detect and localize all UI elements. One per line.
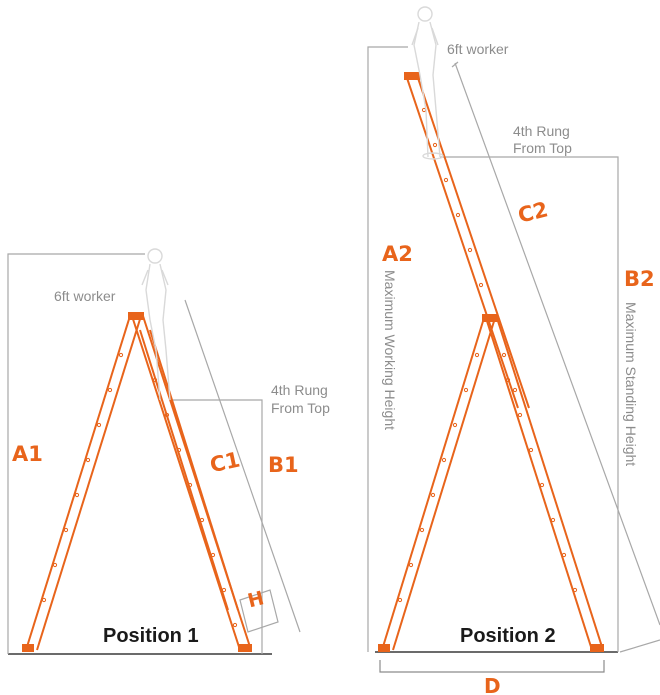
position-1-label-h: H: [246, 587, 267, 612]
position-1-standing-height-guide: [172, 399, 263, 654]
position-2-standing-height-label: Maximum Standing Height: [623, 302, 639, 466]
position-2-base-width-bracket: [379, 660, 605, 673]
position-1-title: Position 1: [103, 625, 199, 647]
position-2-foot-right: [590, 644, 604, 652]
position-1-foot-left: [22, 644, 34, 652]
position-2-label-b: B2: [624, 267, 655, 291]
position-2-foot-left: [378, 644, 390, 652]
position-2-worker-label: 6ft worker: [447, 41, 509, 57]
position-2-reach-guide-tick: [619, 639, 660, 653]
position-2-rung-dots: [397, 107, 578, 603]
position-1-rung-dots: [41, 352, 238, 628]
position-2-label-c: C2: [515, 197, 550, 228]
position-2-group: 6ft worker 4th Rung From Top A2 C2 B2 Ma…: [367, 6, 660, 695]
position-2-label-d: D: [484, 674, 501, 695]
position-2-ladder-front: [381, 317, 496, 651]
position-2-rung-label-line1: 4th Rung: [513, 123, 570, 139]
position-2-hinge-cap: [482, 314, 498, 322]
position-1-label-b: B1: [268, 453, 299, 477]
position-2-title: Position 2: [460, 625, 556, 647]
position-1-foot-right: [238, 644, 252, 652]
position-1-reach-guide: [184, 299, 301, 633]
position-2-standing-height-guide: [440, 156, 619, 652]
position-1-ladder-back: [131, 315, 252, 651]
position-1-group: 6ft worker 4th Rung From Top A1 C1 B1 H …: [7, 248, 330, 655]
position-1-working-height-guide: [7, 253, 145, 654]
position-2-ladder-back: [485, 317, 604, 651]
position-2-label-a: A2: [382, 242, 413, 266]
position-1-label-a: A1: [12, 442, 43, 466]
position-2-top-cap: [404, 72, 420, 80]
position-1-h-box: [239, 589, 279, 633]
position-2-ladder-extension: [406, 77, 530, 409]
position-1-worker-figure: [141, 248, 171, 401]
position-1-rung-label-line1: 4th Rung: [271, 382, 328, 398]
position-2-reach-guide: [454, 62, 660, 626]
position-2-worker-pointer: [451, 61, 459, 68]
position-1-label-c: C1: [208, 448, 242, 478]
position-2-working-height-guide: [367, 46, 408, 652]
position-2-working-height-label: Maximum Working Height: [382, 270, 398, 430]
position-1-ladder-front: [25, 315, 142, 651]
position-1-worker-label: 6ft worker: [54, 288, 116, 304]
position-1-top-cap: [128, 312, 144, 320]
position-2-worker-figure: [411, 6, 444, 160]
position-2-rung-label-line2: From Top: [513, 140, 572, 156]
position-1-rung-label-line2: From Top: [271, 400, 330, 416]
